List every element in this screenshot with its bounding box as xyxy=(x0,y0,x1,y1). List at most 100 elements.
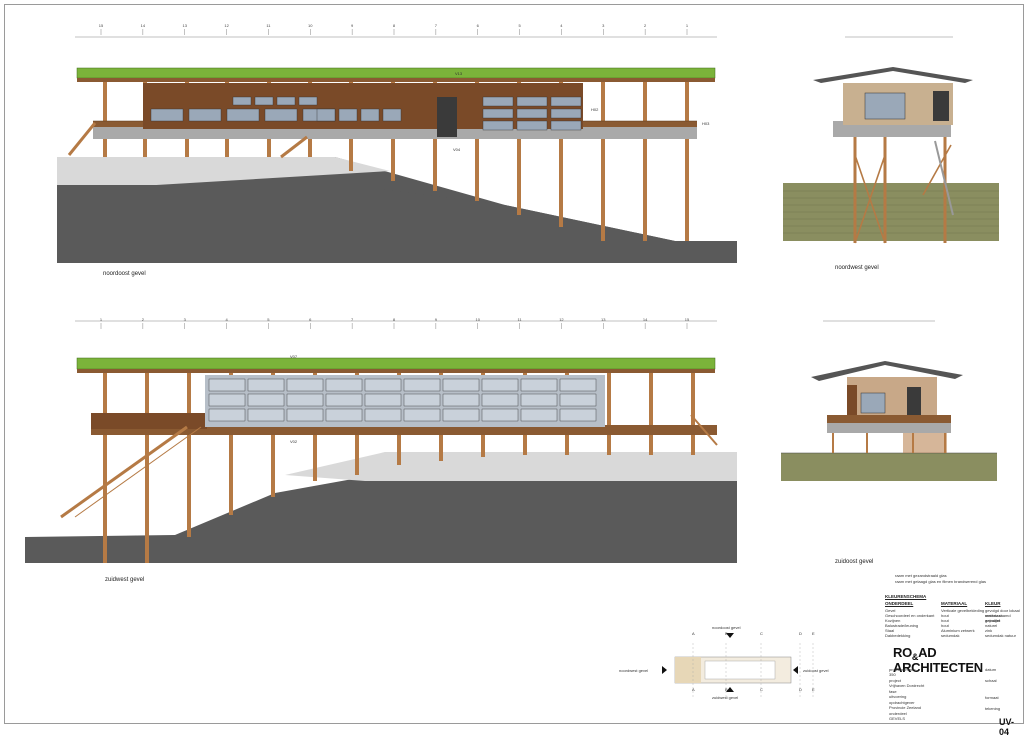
keyplan-letter-top: E xyxy=(812,631,815,636)
tb-project: Vrijhaven Dordrecht xyxy=(889,683,925,688)
grid-label: 12 xyxy=(224,23,229,28)
column xyxy=(607,369,611,455)
column xyxy=(517,75,521,215)
tb-formaat-label: formaat xyxy=(985,695,999,700)
drawing-code: UV-04 xyxy=(999,717,1015,737)
grid-label: 15 xyxy=(685,317,690,322)
col-kleur: KLEUR xyxy=(985,601,1001,606)
kleurenschema-cell: Geschoordeel en onderkant xyxy=(885,613,935,618)
tb-projectnummer: 350 xyxy=(889,672,896,677)
keyplan-letter-bottom: E xyxy=(812,687,815,692)
grid-label: 7 xyxy=(435,23,438,28)
column xyxy=(103,369,107,563)
grid-label: 4 xyxy=(225,317,228,322)
grid-label: 13 xyxy=(182,23,187,28)
tb-onderdeel-label: onderdeel xyxy=(889,711,907,716)
column xyxy=(643,75,647,241)
grid-label: 5 xyxy=(267,317,270,322)
caption-noordoost: noordoost gevel xyxy=(103,271,146,277)
grid-label: 12 xyxy=(559,317,564,322)
grid-label: 15 xyxy=(99,23,104,28)
grid-label: 2 xyxy=(142,317,145,322)
kleurenschema-cell: naturel xyxy=(985,623,998,628)
grid-label: 6 xyxy=(309,317,312,322)
tb-fase-label: fase xyxy=(889,689,897,694)
tb-opdrachtgever: Provincie Zeeland xyxy=(889,705,922,710)
tag-v02: V02 xyxy=(290,439,298,444)
grid-label: 3 xyxy=(602,23,605,28)
grid-label: 14 xyxy=(643,317,648,322)
keyplan-letter-bottom: C xyxy=(760,687,763,692)
grid-label: 4 xyxy=(560,23,563,28)
tag-h02: H02 xyxy=(591,107,599,112)
caption-zuidwest: zuidwest gevel xyxy=(105,577,145,583)
kleurenschema-cell: Kozijnen xyxy=(885,618,901,623)
keyplan-letter-top: D xyxy=(799,631,802,636)
grid-label: 2 xyxy=(644,23,647,28)
grid-label: 7 xyxy=(351,317,354,322)
column xyxy=(601,75,605,241)
keyplan-letter-bottom: A xyxy=(692,687,695,692)
grid-label: 1 xyxy=(686,23,689,28)
column xyxy=(229,369,233,515)
kleurenschema-cell: Dakbedekking xyxy=(885,633,911,638)
noordoost-elevation: 15 14 13 12 11 10 9 8 7 6 5 4 3 2 1 xyxy=(57,23,737,263)
keyplan xyxy=(662,633,814,697)
noordwest-elevation xyxy=(783,36,999,244)
tb-projectnummer-label: projectnummer xyxy=(889,667,916,672)
keyplan-letter-bottom: D xyxy=(799,687,802,692)
kleurenschema-cell: hout xyxy=(941,623,949,628)
column xyxy=(691,369,695,455)
grid-label: 8 xyxy=(393,317,396,322)
grid-label: 9 xyxy=(351,23,354,28)
kleurenschema-cell: hout xyxy=(941,613,949,618)
grid-label: 10 xyxy=(308,23,313,28)
grid-label: 9 xyxy=(435,317,438,322)
tag-v04: V04 xyxy=(453,147,461,152)
tb-onderdeel: GEVELS xyxy=(889,716,906,721)
tb-tekening-label: tekening xyxy=(985,706,1001,711)
keyplan-letter-top: C xyxy=(760,631,763,636)
tag-v13: V13 xyxy=(455,71,463,76)
keyplan-south: zuidwest gevel xyxy=(712,695,739,700)
grid-label: 13 xyxy=(601,317,606,322)
column xyxy=(685,75,689,241)
tag-v07: V07 xyxy=(290,354,298,359)
legend-item-1: raam met gezandstraald glas xyxy=(895,573,947,578)
keyplan-north: noordoost gevel xyxy=(712,625,741,630)
tb-project-label: project xyxy=(889,678,902,683)
col-materiaal: MATERIAAL xyxy=(941,601,968,606)
grid-label: 11 xyxy=(266,23,271,28)
grid-label: 1 xyxy=(100,317,103,322)
caption-noordwest: noordwest gevel xyxy=(835,265,879,271)
keyplan-letter-top: A xyxy=(692,631,695,636)
tb-opdrachtgever-label: opdrachtgever xyxy=(889,700,915,705)
grid-axis-noordoost: 15 14 13 12 11 10 9 8 7 6 5 4 3 2 1 xyxy=(99,23,689,35)
grid-label: 14 xyxy=(141,23,146,28)
legend-item-2: raam met gelaagd glas en filmen brandwer… xyxy=(895,579,986,584)
tb-datum-label: datum xyxy=(985,667,997,672)
grid-label: 6 xyxy=(477,23,480,28)
zuidoost-elevation xyxy=(781,320,997,481)
tb-fase: uitvoering xyxy=(889,694,907,699)
col-onderdeel: ONDERDEEL xyxy=(885,601,914,606)
firm-logo: RO&AD ARCHITECTEN xyxy=(893,645,983,675)
grid-label: 8 xyxy=(393,23,396,28)
keyplan-west: noordwest gevel xyxy=(619,668,649,673)
kleurenschema-cell: hout xyxy=(941,618,949,623)
tag-h03: H03 xyxy=(702,121,710,126)
keyplan-letter-bottom: B xyxy=(725,687,728,692)
column xyxy=(559,75,563,227)
column xyxy=(187,369,191,537)
grid-label: 5 xyxy=(518,23,521,28)
kleurenschema-cell: sedumdak natuur xyxy=(985,633,1016,638)
grid-label: 11 xyxy=(517,317,522,322)
kleurenschema-cell: Gevel xyxy=(885,608,896,613)
kleurenschema-cell: Balustrade/leuning xyxy=(885,623,919,628)
caption-zuidoost: zuidoost gevel xyxy=(835,559,874,565)
kleurenschema-cell: gevolgd door lokaal materiaal xyxy=(985,608,1020,618)
grid-label: 10 xyxy=(475,317,480,322)
